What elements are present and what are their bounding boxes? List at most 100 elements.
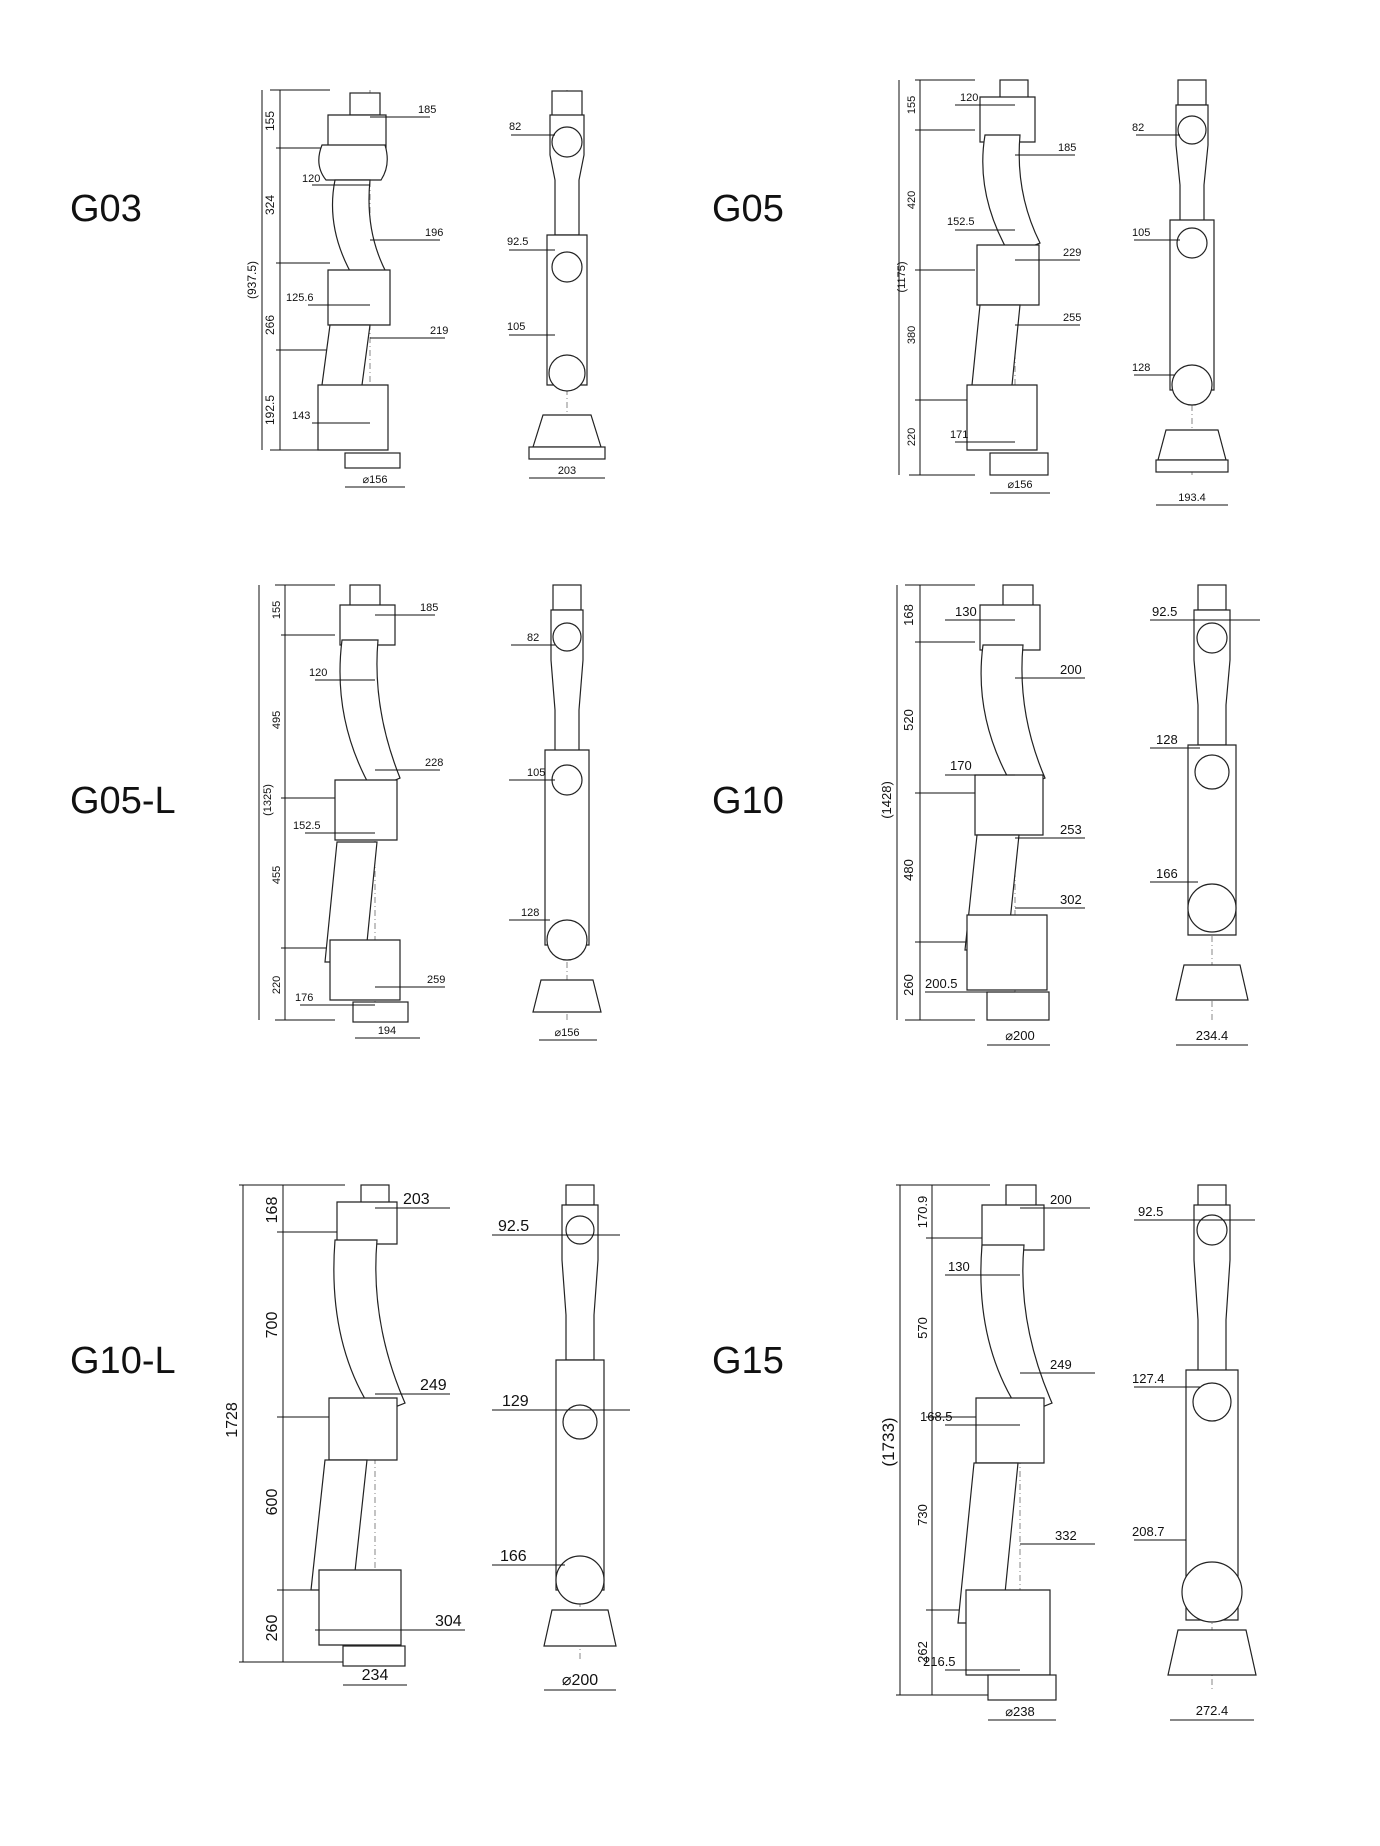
front-view-g10: 92.5 128 166 234.4 xyxy=(1150,584,1260,1046)
front-width-3-g15: 208.7 xyxy=(1132,1524,1165,1539)
width-4-g03: 125.6 xyxy=(286,292,314,304)
height-4-g10-l: 260 xyxy=(264,1615,281,1642)
model-label-g03: G03 xyxy=(70,188,142,230)
front-width-1-g05: 82 xyxy=(1132,122,1144,134)
width-1-g15: 200 xyxy=(1050,1192,1072,1207)
side-view-g10-l: 1728 168 700 600 260 234 203 249 304 xyxy=(224,1184,465,1686)
height-2-g05-l: 495 xyxy=(271,711,283,729)
width-3-g15: 249 xyxy=(1050,1357,1072,1372)
front-width-2-g05: 105 xyxy=(1132,227,1150,239)
height-3-g10-l: 600 xyxy=(264,1489,281,1516)
front-width-1-g05-l: 82 xyxy=(527,632,539,644)
front-width-1-g10: 92.5 xyxy=(1152,604,1177,619)
front-view-g05-l: 82 105 128 ⌀156 xyxy=(509,584,602,1041)
width-3-g05-l: 228 xyxy=(425,757,443,769)
width-5-g10: 302 xyxy=(1060,892,1082,907)
width-4-g05-l: 152.5 xyxy=(293,820,321,832)
front-width-3-g05: 128 xyxy=(1132,362,1150,374)
total-height-g05: (1175) xyxy=(896,262,908,293)
width-1-g10-l: 203 xyxy=(403,1191,430,1208)
width-3-g03: 196 xyxy=(425,227,443,239)
width-5-g15: 332 xyxy=(1055,1528,1077,1543)
width-5-g03: 219 xyxy=(430,325,448,337)
width-2-g10: 200 xyxy=(1060,662,1082,677)
width-4-g10: 253 xyxy=(1060,822,1082,837)
width-4-g15: 168.5 xyxy=(920,1409,953,1424)
width-1-g05: 120 xyxy=(960,92,978,104)
width-2-g05: 185 xyxy=(1058,142,1076,154)
height-4-g10: 260 xyxy=(901,974,916,996)
model-label-g10: G10 xyxy=(712,780,784,822)
width-1-g10: 130 xyxy=(955,604,977,619)
width-2-g05-l: 120 xyxy=(309,667,327,679)
base-side-g15: ⌀238 xyxy=(1005,1704,1035,1719)
height-3-g10: 480 xyxy=(901,859,916,881)
width-5-g05: 255 xyxy=(1063,312,1081,324)
total-height-g03: (937.5) xyxy=(245,261,259,299)
front-width-1-g03: 82 xyxy=(509,121,521,133)
height-2-g10: 520 xyxy=(901,709,916,731)
width-6-g05: 171 xyxy=(950,429,968,441)
width-1-g05-l: 185 xyxy=(420,602,438,614)
total-height-g05-l: (1325) xyxy=(262,784,274,816)
model-label-g15: G15 xyxy=(712,1340,784,1382)
width-6-g10: 200.5 xyxy=(925,976,958,991)
model-label-g10-l: G10-L xyxy=(70,1340,176,1382)
base-front-g03: 203 xyxy=(558,465,576,477)
side-view-g03: (937.5) 155 324 266 192.5 ⌀156 185 120 1… xyxy=(245,89,448,488)
model-label-g05-l: G05-L xyxy=(70,780,176,822)
front-width-2-g15: 127.4 xyxy=(1132,1371,1165,1386)
height-4-g05-l: 220 xyxy=(271,976,283,994)
model-label-g05: G05 xyxy=(712,188,784,230)
base-side-g03: ⌀156 xyxy=(363,474,388,486)
height-4-g03: 192.5 xyxy=(263,395,277,425)
width-6-g03: 143 xyxy=(292,410,310,422)
base-side-g05-l: 194 xyxy=(378,1025,396,1037)
width-2-g03: 120 xyxy=(302,173,320,185)
front-width-3-g10-l: 166 xyxy=(500,1548,527,1565)
width-2-g10-l: 249 xyxy=(420,1377,447,1394)
height-3-g05: 380 xyxy=(906,326,918,344)
width-4-g05: 229 xyxy=(1063,247,1081,259)
height-2-g03: 324 xyxy=(263,195,277,215)
base-side-g10: ⌀200 xyxy=(1005,1028,1035,1043)
side-view-g05: (1175) 155 420 380 220 ⌀156 120 185 152.… xyxy=(896,79,1081,494)
height-1-g05-l: 155 xyxy=(271,601,283,619)
front-width-1-g15: 92.5 xyxy=(1138,1204,1163,1219)
base-front-g05: 193.4 xyxy=(1178,492,1206,504)
height-1-g15: 170.9 xyxy=(915,1196,930,1229)
side-view-g10: (1428) 168 520 480 260 ⌀200 130 200 170 … xyxy=(879,584,1085,1046)
total-height-g10-l: 1728 xyxy=(224,1402,241,1438)
width-1-g03: 185 xyxy=(418,104,436,116)
front-width-2-g03: 92.5 xyxy=(507,236,528,248)
height-3-g15: 730 xyxy=(915,1504,930,1526)
width-2-g15: 130 xyxy=(948,1259,970,1274)
front-view-g03: 82 92.5 105 203 xyxy=(507,90,606,479)
width-3-g10: 170 xyxy=(950,758,972,773)
height-1-g05: 155 xyxy=(906,96,918,114)
front-width-3-g10: 166 xyxy=(1156,866,1178,881)
width-6-g05-l: 176 xyxy=(295,992,313,1004)
side-view-g05-l: (1325) 155 495 455 220 194 185 120 228 1… xyxy=(258,584,445,1039)
height-4-g15: 262 xyxy=(915,1641,930,1663)
total-height-g15: (1733) xyxy=(879,1417,898,1466)
front-width-2-g10-l: 129 xyxy=(502,1393,529,1410)
height-3-g05-l: 455 xyxy=(271,866,283,884)
front-view-g10-l: 92.5 129 166 ⌀200 xyxy=(492,1184,630,1691)
height-3-g03: 266 xyxy=(263,315,277,335)
height-4-g05: 220 xyxy=(906,428,918,446)
front-width-2-g05-l: 105 xyxy=(527,767,545,779)
base-front-g10: 234.4 xyxy=(1196,1028,1229,1043)
total-height-g10: (1428) xyxy=(879,781,894,819)
front-width-3-g05-l: 128 xyxy=(521,907,539,919)
base-front-g10-l: ⌀200 xyxy=(562,1672,598,1689)
base-side-g10-l: 234 xyxy=(362,1667,389,1684)
front-width-2-g10: 128 xyxy=(1156,732,1178,747)
width-5-g05-l: 259 xyxy=(427,974,445,986)
height-2-g05: 420 xyxy=(906,191,918,209)
width-3-g10-l: 304 xyxy=(435,1613,462,1630)
base-side-g05: ⌀156 xyxy=(1008,479,1033,491)
height-2-g10-l: 700 xyxy=(264,1312,281,1339)
width-6-g15: 216.5 xyxy=(923,1654,956,1669)
front-view-g15: 92.5 127.4 208.7 272.4 xyxy=(1132,1184,1257,1721)
